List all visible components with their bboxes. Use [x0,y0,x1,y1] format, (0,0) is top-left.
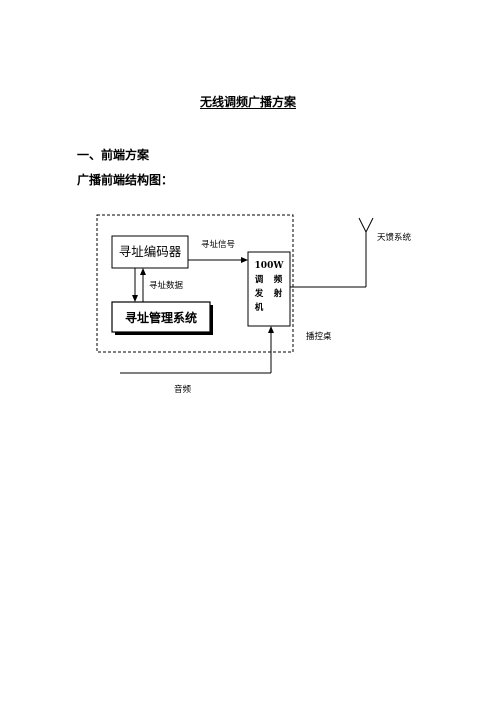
transmitter-power: 100W [255,261,285,271]
transmitter-char-3: 发 [254,288,264,299]
control-desk-label: 播控桌 [306,331,332,342]
management-label: 寻址管理系统 [125,310,197,325]
transmitter-char-5: 机 [255,302,264,313]
transmitter-char-1: 调 [255,274,264,285]
document-title: 无线调频广播方案 [199,95,296,109]
section-heading: 一、前端方案 [77,148,150,162]
audio-label: 音频 [174,384,192,395]
antenna-system-label: 天馈系统 [377,232,412,243]
address-data-label: 寻址数据 [149,280,184,291]
transmitter-char-4: 射 [273,288,283,299]
encoder-box [111,235,189,269]
antenna-arm-left [358,217,367,233]
encoder-label: 寻址编码器 [119,244,182,259]
management-box [111,301,211,333]
address-signal-label: 寻址信号 [201,239,235,250]
control-desk-boundary [96,214,294,353]
antenna-arm-right [365,217,374,233]
transmitter-char-2: 频 [274,274,283,285]
diagram-caption: 广播前端结构图： [77,173,174,187]
